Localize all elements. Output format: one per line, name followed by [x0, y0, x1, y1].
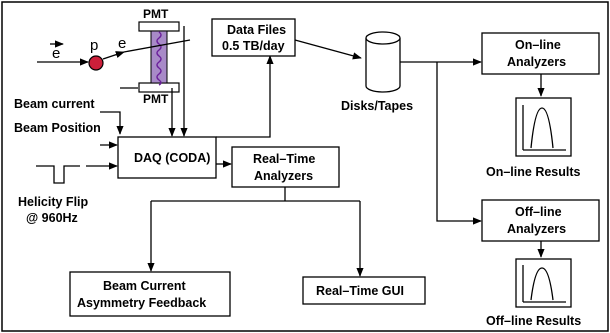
- electron-in-label: e: [52, 45, 60, 62]
- realtime-label-2: Analyzers: [254, 169, 313, 183]
- daq-to-datafiles-arrow: [216, 55, 274, 138]
- pmt-bottom-label: PMT: [143, 92, 169, 106]
- disks-tapes-icon: [365, 31, 401, 93]
- helicity-label-1: Helicity Flip: [18, 195, 89, 209]
- data-files-label-1: Data Files: [227, 23, 286, 37]
- scattered-track: [123, 39, 191, 53]
- beam-position-label: Beam Position: [14, 121, 101, 135]
- online-results-label: On–line Results: [486, 165, 581, 179]
- proton-label: p: [90, 37, 98, 54]
- pmt-top-cap: [138, 21, 180, 32]
- proton-target: [88, 55, 104, 71]
- realtime-gui-label: Real–Time GUI: [316, 284, 404, 298]
- online-label-2: Analyzers: [507, 55, 566, 69]
- data-files-box: [211, 18, 296, 57]
- feedback-label-1: Beam Current: [103, 279, 186, 293]
- beam-current-label: Beam current: [14, 97, 95, 111]
- light-signal-wave: [156, 31, 162, 86]
- detector-area: PMT PMT e p e: [37, 7, 191, 106]
- helicity-pulse-icon: [36, 165, 80, 184]
- feedback-box: [69, 271, 231, 317]
- feedback-label-2: Asymmetry Feedback: [77, 296, 206, 310]
- offline-results-plot: [515, 258, 572, 308]
- scintillator-tube: [150, 30, 168, 84]
- data-files-label-2: 0.5 TB/day: [222, 39, 285, 53]
- datafiles-to-disks-arrow: [294, 39, 362, 60]
- offline-label-1: Off–line: [515, 205, 562, 219]
- online-results-plot: [515, 97, 572, 157]
- daq-box: [117, 136, 217, 179]
- realtime-label-1: Real–Time: [253, 152, 315, 166]
- beam-current-arrow: [100, 111, 124, 135]
- online-analyzers-box: [481, 32, 600, 75]
- offline-label-2: Analyzers: [507, 222, 566, 236]
- offline-analyzers-box: [481, 199, 600, 242]
- disks-to-offline-arrow: [436, 62, 482, 225]
- pmt-top-label: PMT: [143, 7, 169, 21]
- scattered-electron-arrow: [102, 51, 125, 60]
- realtime-gui-box: [302, 276, 426, 305]
- electron-out-label: e: [118, 35, 126, 52]
- offline-results-label: Off–line Results: [486, 314, 581, 328]
- disks-label: Disks/Tapes: [341, 99, 413, 113]
- daq-label: DAQ (CODA): [134, 151, 210, 165]
- helicity-label-2: @ 960Hz: [26, 211, 78, 225]
- online-label-1: On–line: [515, 38, 561, 52]
